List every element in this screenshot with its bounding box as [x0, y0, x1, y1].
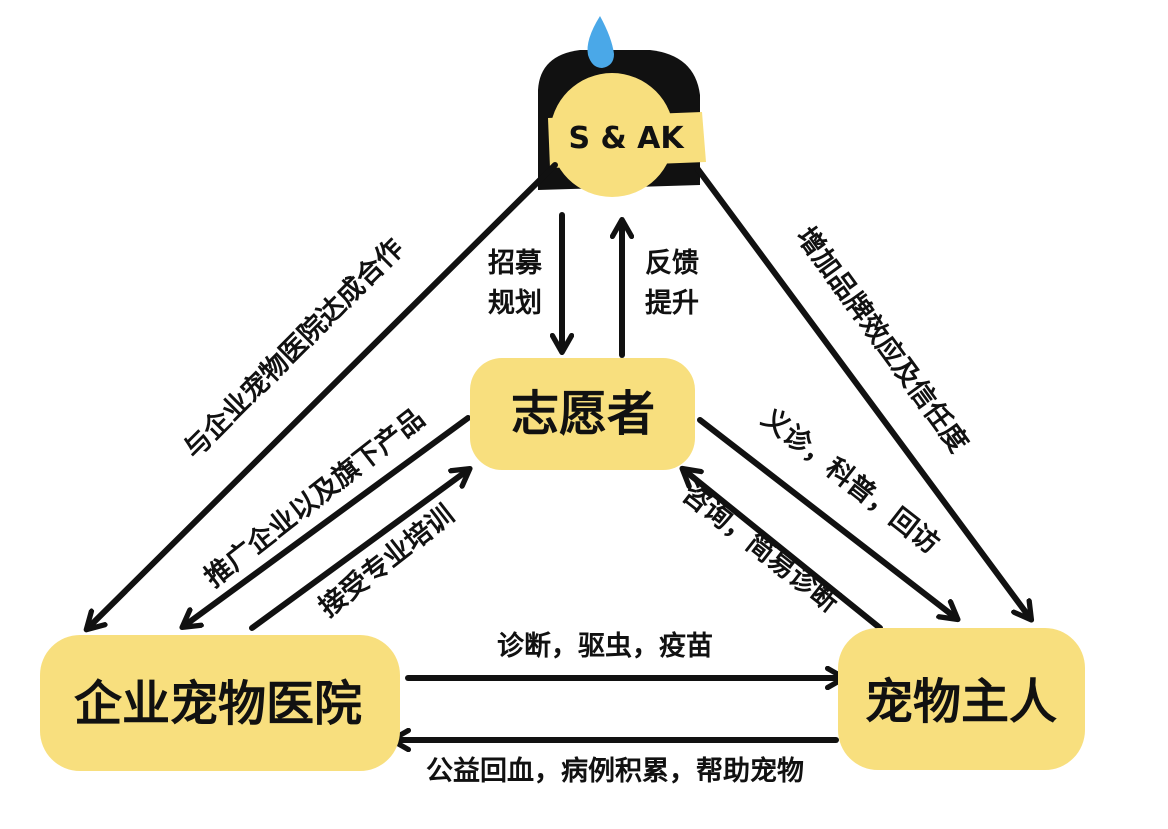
arrow-owner-to-volunteer [684, 470, 883, 631]
logo-tag [548, 112, 706, 168]
label-recruit: 招募 [488, 248, 543, 279]
node-volunteer: 志愿者 [470, 358, 695, 470]
label-improve: 提升 [645, 288, 699, 319]
arrow-volunteer-to-hospital [184, 415, 471, 626]
label-logo-to-hospital: 与企业宠物医院达成合作 [177, 232, 410, 465]
label-feedback: 反馈 [645, 248, 699, 279]
node-owner: 宠物主人 [838, 628, 1085, 770]
node-hospital: 企业宠物医院 [40, 635, 400, 771]
arrow-hospital-to-volunteer [249, 470, 468, 631]
logo-text: S & AK [568, 121, 685, 156]
node-hospital-label: 企业宠物医院 [74, 676, 362, 732]
arrow-logo-to-owner [694, 165, 1030, 618]
logo: S & AK [538, 16, 706, 197]
water-drop-icon [587, 16, 614, 68]
label-owner-to-hospital: 公益回血，病例积累，帮助宠物 [426, 755, 804, 787]
label-owner-to-volunteer: 咨询，简易诊断 [676, 477, 845, 619]
arrow-volunteer-to-owner [697, 417, 956, 618]
label-plan: 规划 [488, 288, 542, 319]
node-volunteer-label: 志愿者 [511, 386, 655, 442]
node-owner-label: 宠物主人 [865, 674, 1057, 730]
arrow-logo-to-hospital [88, 162, 558, 628]
label-hospital-to-owner: 诊断，驱虫，疫苗 [497, 630, 713, 662]
